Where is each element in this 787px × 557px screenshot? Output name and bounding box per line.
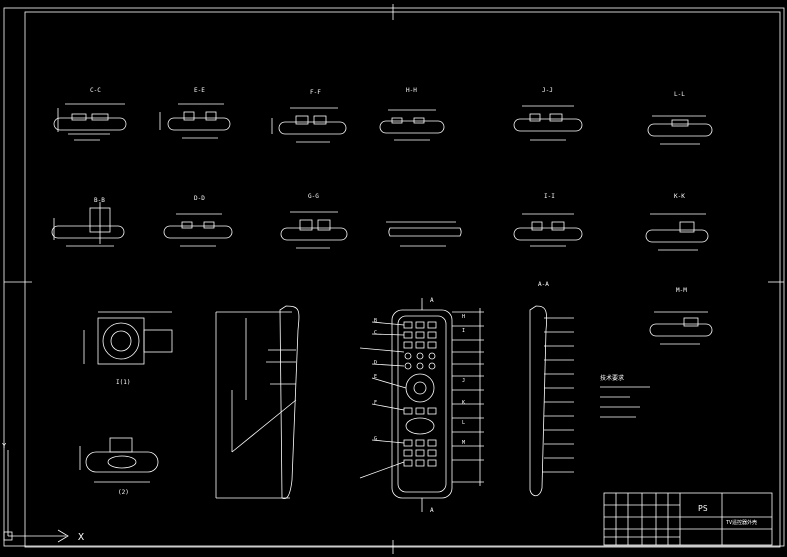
tech-notes-lines: [600, 386, 650, 418]
label-gg: G-G: [308, 193, 319, 200]
label-kk: K-K: [674, 193, 685, 200]
side-letter-labels: B C D E F G H I J K L M: [374, 314, 465, 446]
section-hh-view: [379, 109, 445, 141]
section-kk-view: [645, 213, 709, 251]
drawing-frame: [24, 11, 781, 548]
side-letter: M: [462, 440, 465, 446]
ucs-y-label: Y: [2, 442, 7, 450]
section-ii2-view: [513, 213, 583, 247]
button-grid-bottom: [403, 407, 437, 467]
label-aa: A-A: [538, 281, 549, 288]
section-ff-view: [271, 107, 347, 143]
button-grid-top: [403, 321, 437, 370]
section-aa-view: [529, 305, 574, 497]
section-dd-view: [163, 213, 233, 247]
section-jj-view: [513, 105, 583, 141]
side-letter: K: [462, 400, 465, 406]
section-labels: C-C E-E F-F H-H J-J L-L B-B D-D G-G I-I …: [90, 87, 687, 514]
side-letter: E: [374, 374, 377, 380]
tech-notes-title: 技术要求: [600, 374, 624, 382]
cut-marker-a-top: A: [430, 297, 434, 304]
detail-view-1: [83, 311, 173, 365]
label-detail-1: I(1): [116, 379, 130, 386]
label-cc: C-C: [90, 87, 101, 94]
label-ll: L-L: [674, 91, 685, 98]
side-letter: F: [374, 400, 377, 406]
label-mm: M-M: [676, 287, 687, 294]
section-ii-view: [386, 221, 462, 247]
ucs-x-label: X: [78, 532, 84, 543]
side-letter: J: [462, 378, 465, 384]
side-profile-view: [215, 305, 300, 499]
side-letter: H: [462, 314, 465, 320]
section-ll-view: [647, 115, 713, 145]
detail-view-2: [79, 437, 159, 483]
label-ff: F-F: [310, 89, 321, 96]
front-view-remote: [359, 298, 484, 512]
sheet-outer-border: [3, 7, 785, 547]
side-letter: B: [374, 318, 377, 324]
section-ee-view: [159, 103, 231, 139]
label-dd: D-D: [194, 195, 205, 202]
section-bb-view: [51, 202, 125, 247]
side-letter: D: [374, 360, 377, 366]
label-ee: E-E: [194, 87, 205, 94]
title-block-material: PS: [698, 504, 708, 513]
section-gg-view: [280, 211, 348, 249]
side-letter: G: [374, 436, 377, 442]
label-detail-2: (2): [118, 489, 129, 496]
dpad: [405, 373, 435, 403]
label-jj: J-J: [542, 87, 553, 94]
label-bb: B-B: [94, 197, 105, 204]
section-cc-view: [53, 103, 127, 141]
title-block: [603, 492, 773, 546]
ucs-icon: [3, 450, 69, 543]
label-hh: H-H: [406, 87, 417, 94]
label-ii: I-I: [544, 193, 555, 200]
title-block-part-name: TV遥控器外壳: [726, 519, 757, 526]
side-letter: C: [374, 330, 377, 336]
side-letter: L: [462, 420, 465, 426]
cut-marker-a-bottom: A: [430, 507, 434, 514]
section-mm-view: [649, 311, 713, 345]
side-letter: I: [462, 328, 465, 334]
